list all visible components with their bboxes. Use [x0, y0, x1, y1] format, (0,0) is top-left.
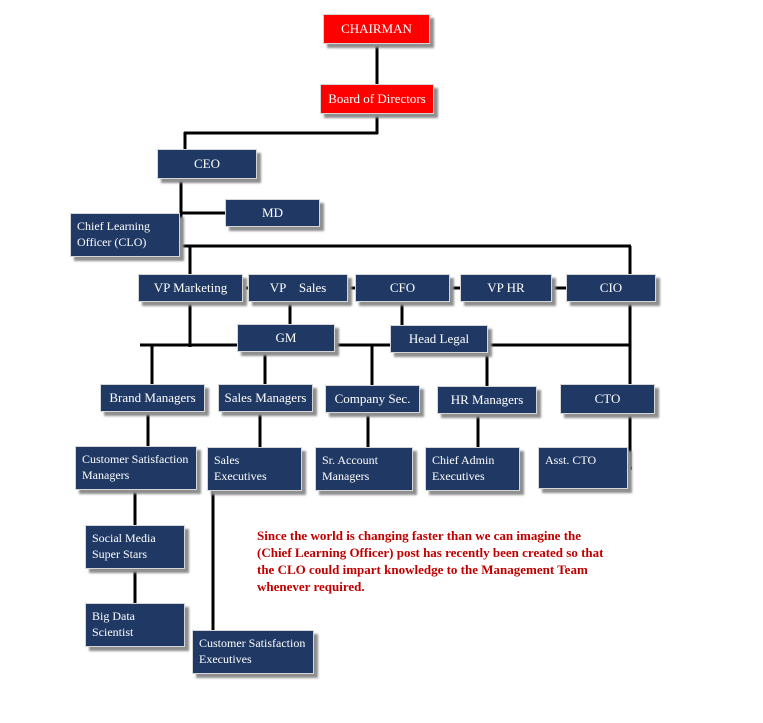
node-board-of-directors: Board of Directors [320, 84, 434, 114]
node-label-line: Executives [214, 469, 267, 483]
node-md: MD [225, 199, 320, 227]
node-clo: Chief Learning Officer (CLO) [70, 213, 180, 257]
node-label: MD [262, 205, 283, 220]
annotation-line: whenever required. [257, 579, 365, 594]
node-head-legal: Head Legal [390, 325, 488, 353]
node-hr-managers: HR Managers [437, 386, 537, 414]
annotation-line: the CLO could impart knowledge to the Ma… [257, 562, 588, 577]
node-cio: CIO [566, 274, 656, 302]
node-social-media-super-stars: Social Media Super Stars [85, 525, 185, 569]
annotation-line: (Chief Learning Officer) post has recent… [257, 545, 604, 560]
node-chief-admin-executives: Chief Admin Executives [425, 447, 520, 491]
node-chairman: CHAIRMAN [323, 14, 430, 44]
node-brand-managers: Brand Managers [100, 384, 205, 412]
node-label-line: Chief Admin [432, 453, 495, 467]
node-label-line: Officer (CLO) [77, 235, 147, 249]
node-label-line: Big Data [92, 609, 135, 623]
node-label-line: Social Media [92, 531, 156, 545]
node-label-line: Customer Satisfaction [82, 452, 189, 466]
node-asst-cto: Asst. CTO [538, 447, 628, 489]
node-label-line: Executives [199, 652, 252, 666]
node-gm: GM [237, 324, 335, 352]
node-label-line: Managers [322, 469, 370, 483]
node-ceo: CEO [157, 149, 257, 179]
node-label: CFO [389, 280, 416, 295]
node-sr-account-managers: Sr. Account Managers [315, 447, 413, 491]
annotation-line: Since the world is changing faster than … [257, 528, 582, 543]
node-label-line: Scientist [92, 625, 134, 639]
node-label: HR Managers [450, 392, 524, 407]
node-label: Brand Managers [109, 390, 196, 405]
node-label-line: Sales [214, 453, 240, 467]
node-label: Sales Managers [224, 390, 307, 405]
node-label-line: Sr. Account [322, 453, 378, 467]
node-big-data-scientist: Big Data Scientist [85, 603, 185, 647]
node-customer-satisfaction-managers: Customer Satisfaction Managers [75, 446, 197, 490]
node-label: CTO [594, 391, 621, 406]
node-company-sec: Company Sec. [325, 385, 420, 413]
node-sales-managers: Sales Managers [218, 384, 313, 412]
node-label: Board of Directors [328, 91, 426, 106]
node-vp-hr: VP HR [460, 274, 552, 302]
node-label: VP HR [487, 280, 525, 295]
clo-annotation: Since the world is changing faster than … [257, 527, 604, 595]
node-label-line: Executives [432, 469, 485, 483]
node-label: CHAIRMAN [341, 21, 412, 36]
node-label-line: Super Stars [92, 547, 147, 561]
node-cfo: CFO [355, 274, 450, 302]
node-customer-satisfaction-executives: Customer Satisfaction Executives [192, 630, 314, 674]
node-cto: CTO [560, 384, 655, 414]
node-sales-executives: Sales Executives [207, 447, 302, 491]
node-label: Asst. CTO [545, 453, 597, 467]
node-label-line: Chief Learning [77, 219, 150, 233]
node-vp-marketing: VP Marketing [138, 274, 243, 302]
node-label: Head Legal [408, 331, 470, 346]
node-label: VP Marketing [153, 280, 228, 295]
node-label: VP Sales [269, 280, 327, 295]
node-label: Company Sec. [334, 391, 411, 406]
node-vp-sales: VP Sales [248, 274, 348, 302]
node-label: CEO [194, 156, 220, 171]
node-label-line: Customer Satisfaction [199, 636, 306, 650]
node-label: GM [275, 330, 297, 345]
node-label: CIO [599, 280, 623, 295]
node-label-line: Managers [82, 468, 130, 482]
